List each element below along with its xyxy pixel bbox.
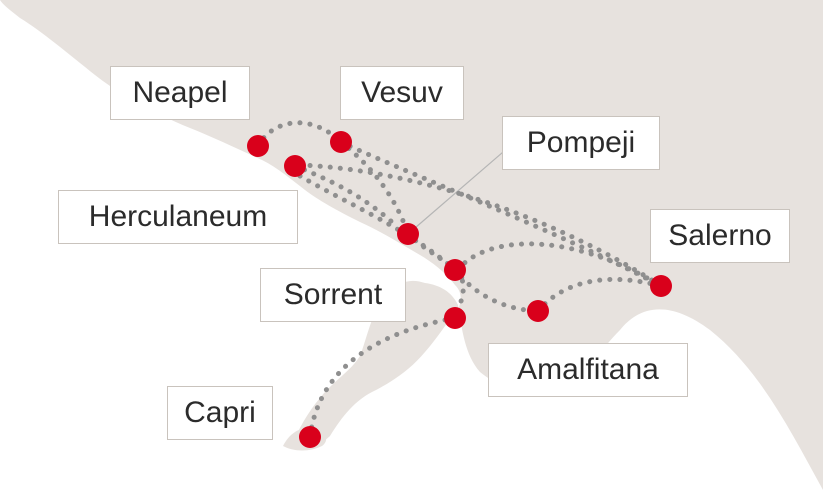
route-amalfitana-salerno — [535, 277, 664, 314]
label-vesuv: Vesuv — [340, 66, 464, 120]
label-neapel-text: Neapel — [132, 76, 228, 109]
label-sorrent-text: Sorrent — [283, 278, 383, 311]
label-herculaneum-text: Herculaneum — [88, 200, 268, 233]
pins — [247, 131, 672, 448]
label-capri: Capri — [167, 386, 273, 440]
label-neapel: Neapel — [110, 66, 250, 120]
label-sorrent: Sorrent — [260, 268, 406, 322]
pin-capri — [299, 426, 321, 448]
label-herculaneum: Herculaneum — [58, 190, 298, 244]
route-sorrent-south — [452, 269, 466, 321]
pin-sorrent — [444, 259, 466, 281]
pin-amalfitana — [527, 300, 549, 322]
label-salerno-text: Salerno — [668, 219, 772, 252]
label-salerno: Salerno — [650, 209, 790, 263]
route-herculaneum-pompeji — [292, 163, 395, 225]
route-vesuv-pompeji — [338, 139, 411, 237]
label-capri-text: Capri — [184, 396, 256, 429]
pin-herculaneum — [284, 155, 306, 177]
route-south-capri — [307, 315, 458, 440]
label-pompeji: Pompeji — [502, 116, 660, 170]
label-pompeji-text: Pompeji — [526, 126, 636, 159]
pin-salerno — [650, 275, 672, 297]
pin-sorrent-south — [444, 307, 466, 329]
route-herculaneum-salerno — [297, 162, 664, 289]
pin-neapel — [247, 135, 269, 157]
pin-vesuv — [330, 131, 352, 153]
route-herculaneum-sorrent — [297, 173, 458, 273]
label-vesuv-text: Vesuv — [361, 76, 443, 109]
label-amalfitana: Amalfitana — [488, 343, 688, 397]
pompeji-leader-line — [407, 145, 511, 235]
pin-pompeji — [397, 223, 419, 245]
label-amalfitana-text: Amalfitana — [517, 353, 659, 386]
route-sorrent-salerno — [455, 241, 664, 289]
